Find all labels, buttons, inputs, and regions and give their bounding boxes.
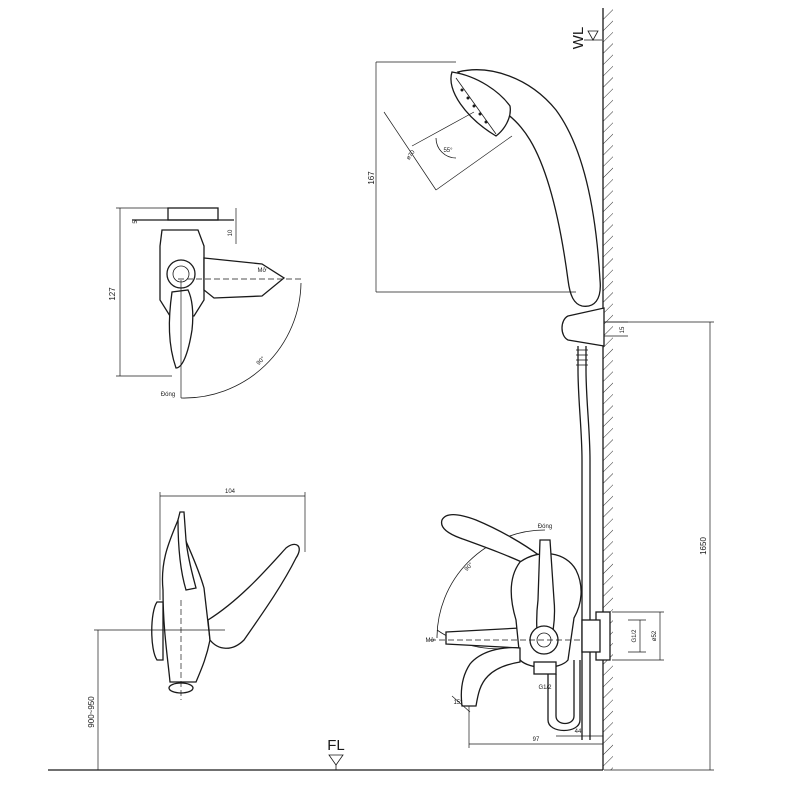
front-outlet-thread-dim: G1/2: [538, 685, 552, 691]
front-open-label: Mở: [426, 637, 435, 644]
top-plate-side-dim: 10: [228, 229, 234, 236]
wl-label: WL: [570, 27, 587, 50]
front-close-label: Đóng: [538, 524, 552, 530]
hose-ridges: [576, 349, 588, 366]
nozzle-dots: [460, 88, 488, 124]
head-length-dim: 167: [367, 171, 376, 185]
front-swing-dim: 90°: [464, 562, 475, 573]
front-thread-dim: G1/2: [632, 629, 638, 643]
top-view: 127 5 10 90° Đóng Mở: [108, 207, 304, 399]
side-view: 104 900~950: [87, 489, 306, 770]
bracket-dim: 15: [620, 326, 626, 333]
front-view: 90° Đóng Mở G1/2 G1/2 ø52: [426, 321, 714, 771]
top-open-label: Mở: [258, 267, 267, 274]
front-flange-dim: ø52: [652, 630, 658, 641]
head-diameter-dim: ø70: [406, 149, 417, 161]
front-angle-dim: 15°: [453, 700, 463, 706]
top-close-label: Đóng: [161, 392, 175, 398]
top-swing-dim: 90°: [256, 356, 267, 367]
wl-marker: WL: [570, 27, 602, 50]
side-mount-height-dim: 900~950: [87, 696, 96, 728]
front-spout-dim: 97: [533, 737, 540, 743]
front-wall-offset-dim: 44: [575, 729, 582, 735]
side-depth-dim: 104: [225, 489, 236, 495]
front-rail-height-dim: 1650: [699, 537, 708, 555]
fl-marker: FL: [327, 737, 345, 770]
fl-label: FL: [327, 737, 345, 754]
shower-head: 167 ø70 55° 15: [367, 61, 628, 740]
head-tilt-dim: 55°: [443, 148, 453, 154]
top-plate-dim: 5: [133, 220, 139, 224]
top-height-dim: 127: [108, 287, 117, 301]
